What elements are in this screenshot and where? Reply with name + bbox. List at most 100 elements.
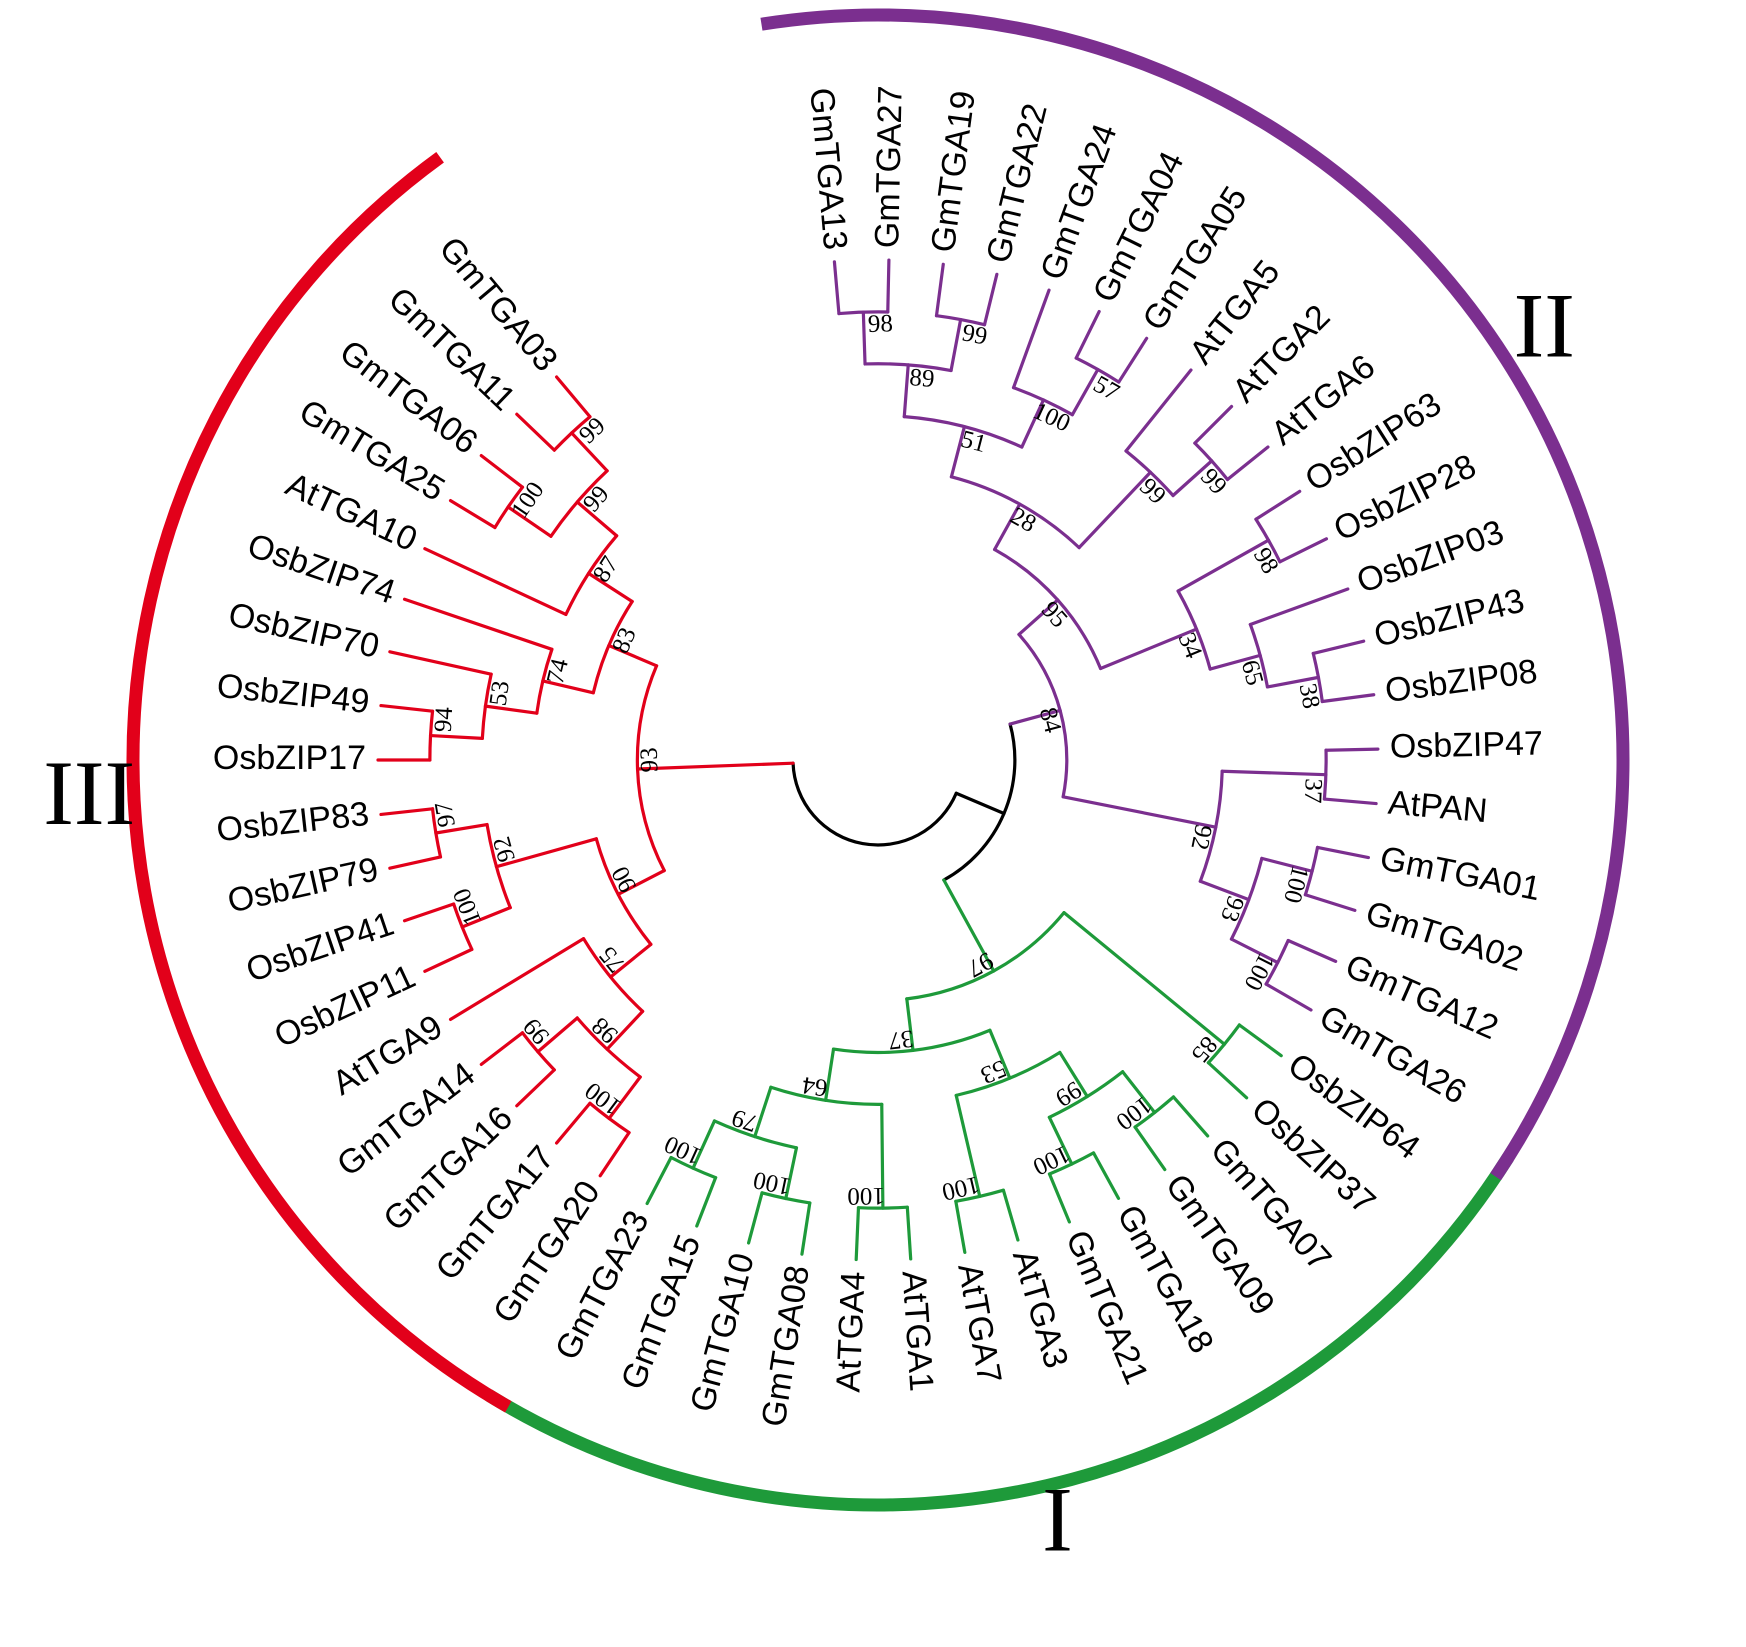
branch-segment (992, 502, 1022, 552)
branch-segment (479, 1031, 525, 1066)
branch-segment (1077, 470, 1153, 550)
branch-segment (824, 1047, 836, 1102)
branch-arc (942, 722, 1017, 882)
branch-segment (515, 1068, 556, 1108)
branch-segment (954, 1199, 967, 1255)
taxon-label: OsbZIP17 (213, 739, 366, 777)
branch-segment (800, 1201, 812, 1256)
bootstrap-value: 98 (867, 310, 893, 338)
branch-segment (423, 947, 474, 973)
branch-segment (988, 1028, 1012, 1080)
taxon-label: OsbZIP47 (1389, 724, 1543, 765)
branch-segment (784, 1146, 799, 1201)
branch-arc (1047, 1070, 1125, 1119)
taxon-label: OsbZIP83 (215, 795, 371, 849)
branch-segment (1264, 982, 1313, 1012)
bootstrap-value: 95 (1036, 596, 1073, 633)
bootstrap-value: 37 (1299, 778, 1327, 804)
branch-arc (1176, 589, 1212, 671)
branch-segment (1124, 368, 1193, 453)
branch-arc (954, 1050, 1062, 1097)
bootstrap-value: 90 (607, 862, 642, 897)
taxon-label: GmTGA13 (802, 86, 854, 251)
branch-segment (609, 942, 653, 979)
bootstrap-value: 75 (594, 941, 631, 977)
branch-segment (934, 262, 945, 318)
bootstrap-value: 98 (587, 1012, 624, 1049)
branch-segment (1248, 587, 1350, 627)
taxon-label: AtTGA1 (895, 1270, 941, 1393)
bootstrap-value: 64 (800, 1071, 829, 1102)
branch-segment (605, 1009, 645, 1051)
branch-segment (1121, 1070, 1157, 1115)
taxon-label: AtPAN (1387, 784, 1489, 831)
bootstrap-value: 74 (542, 656, 574, 687)
taxon-label: OsbZIP49 (215, 667, 371, 721)
branch-segment (555, 1101, 592, 1145)
bootstrap-value: 89 (908, 364, 935, 393)
bootstrap-value: 100 (1029, 1140, 1074, 1181)
taxon-label: OsbZIP70 (225, 596, 383, 666)
branch-segment (607, 643, 659, 668)
branch-segment (1070, 367, 1100, 417)
branch-segment (942, 878, 996, 973)
branch-segment (954, 791, 1006, 816)
branch-segment (1208, 653, 1262, 671)
branch-segment (1225, 445, 1270, 482)
branch-segment (515, 412, 556, 452)
branch-segment (607, 1075, 642, 1121)
branch-arc (581, 937, 645, 1013)
branch-arc (535, 647, 554, 715)
branch-segment (479, 454, 525, 489)
branch-segment (1311, 639, 1366, 656)
branch-segment (854, 1206, 861, 1262)
branch-segment (1320, 693, 1376, 704)
bootstrap-value: 51 (958, 426, 989, 458)
branch-segment (753, 1085, 773, 1139)
branch-segment (1315, 845, 1370, 860)
bootstrap-value: 84 (1034, 705, 1067, 737)
taxon-label: AtTGA7 (950, 1261, 1008, 1387)
branch-segment (434, 822, 489, 835)
bootstrap-value: 87 (588, 552, 624, 588)
branch-segment (982, 272, 999, 327)
clade-arc-I (485, 1154, 1514, 1512)
branch-segment (586, 571, 634, 604)
branch-segment (1193, 404, 1234, 445)
branch-arc (1017, 632, 1069, 799)
taxon-label: GmTGA08 (755, 1263, 817, 1429)
branch-segment (861, 310, 867, 366)
bootstrap-value: 100 (1029, 397, 1074, 437)
branch-arc (594, 837, 653, 946)
bootstrap-value: 100 (939, 1171, 982, 1206)
branch-segment (1091, 1151, 1121, 1200)
branch-segment (1171, 459, 1214, 498)
branch-segment (388, 855, 443, 870)
branch-segment (1017, 598, 1060, 637)
branch-segment (635, 761, 795, 771)
branch-segment (536, 1016, 579, 1054)
branch-segment (423, 547, 568, 617)
branch-segment (1229, 937, 1280, 965)
branch-arc (575, 1016, 642, 1079)
bootstrap-value: 34 (1173, 629, 1208, 663)
branch-segment (645, 1155, 673, 1206)
bootstrap-value: 99 (578, 481, 615, 518)
bootstrap-value: 53 (485, 679, 515, 707)
branch-arc (591, 599, 634, 695)
branch-segment (746, 1191, 764, 1245)
bootstrap-value: 53 (977, 1054, 1010, 1089)
branch-segment (1008, 708, 1062, 726)
branch-segment (1001, 1188, 1020, 1242)
bootstrap-value: 38 (1294, 681, 1325, 711)
branch-segment (1074, 309, 1101, 360)
bootstrap-value: 97 (963, 946, 998, 982)
branch-segment (949, 425, 967, 479)
tree-branches (376, 258, 1380, 1262)
clade-label-III: III (43, 742, 135, 844)
bootstrap-value: 94 (430, 706, 458, 733)
